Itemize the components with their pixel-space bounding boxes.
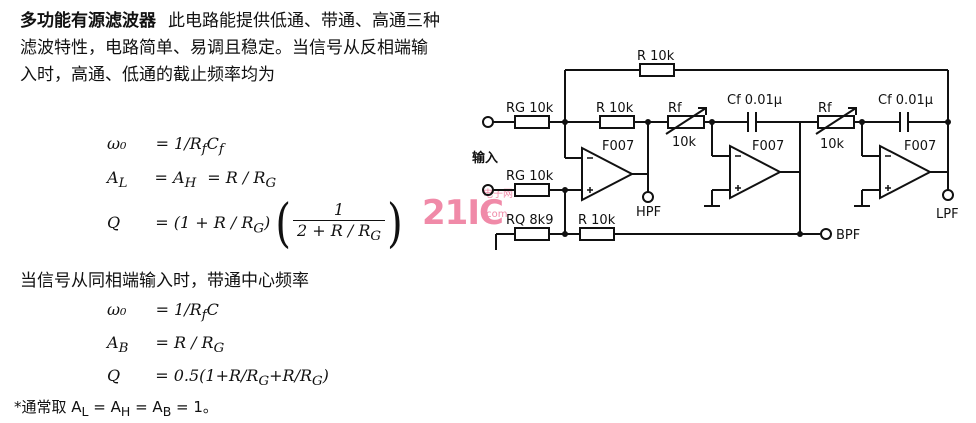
- w0-formula-1: ω₀ = 1/RfCf: [107, 134, 224, 158]
- opamp-3: [879, 144, 933, 200]
- intro-paragraph: 多功能有源滤波器此电路能提供低通、带通、高通三种滤波特性，电路简单、易调且稳定。…: [20, 8, 440, 89]
- lpf-label: LPF: [936, 207, 959, 222]
- rf2-label: Rf: [818, 101, 832, 116]
- r-top-label: R 10k: [637, 49, 675, 64]
- resistor-r-mid: [599, 115, 635, 129]
- hpf-label: HPF: [636, 205, 661, 220]
- q-formula-2: Q = 0.5(1+R/RG+R/RG): [107, 366, 329, 390]
- rf1-value: 10k: [672, 135, 697, 150]
- opamp-1: [581, 146, 635, 202]
- resistor-r-top: [639, 63, 675, 77]
- rf2-value: 10k: [820, 137, 845, 152]
- intro-body: 此电路能提供低通、带通、高通三种滤波特性，电路简单、易调且稳定。当信号从反相端输…: [20, 11, 440, 85]
- lpf-terminal: [942, 189, 954, 201]
- bpf-label: BPF: [836, 228, 860, 243]
- r-mid-label: R 10k: [596, 101, 634, 116]
- gain-formula-1: AL = AH = R / RG: [107, 168, 277, 192]
- r-low-label: R 10k: [578, 213, 616, 228]
- watermark-small: 电子网.com: [483, 189, 513, 220]
- resistor-rg1: [514, 115, 550, 129]
- opamp-1-label: F007: [602, 139, 634, 154]
- cf2-label: Cf 0.01μ: [878, 93, 933, 108]
- watermark-logo: 21IC: [422, 193, 504, 233]
- opamp-3-label: F007: [904, 139, 936, 154]
- w0-formula-2: ω₀ = 1/RfC: [107, 300, 219, 324]
- resistor-rq: [514, 227, 550, 241]
- footnote: *通常取 AL = AH = AB = 1。: [14, 398, 218, 419]
- input-label: 输入: [472, 150, 498, 166]
- mid-text: 当信号从同相端输入时，带通中心频率: [20, 271, 309, 291]
- resistor-rg2: [514, 183, 550, 197]
- input-terminal-top: [482, 116, 494, 128]
- hpf-terminal: [642, 191, 654, 203]
- rg1-label: RG 10k: [506, 101, 554, 116]
- rq-label: RQ 8k9: [506, 213, 553, 228]
- opamp-2-label: F007: [752, 139, 784, 154]
- resistor-r-low: [579, 227, 615, 241]
- rg2-label: RG 10k: [506, 169, 554, 184]
- cf1-label: Cf 0.01μ: [727, 93, 782, 108]
- intro-title: 多功能有源滤波器: [20, 11, 156, 31]
- rf1-label: Rf: [668, 101, 682, 116]
- input-terminal-bottom: [482, 184, 494, 196]
- opamp-2: [729, 144, 783, 200]
- gain-formula-2: AB = R / RG: [107, 333, 225, 357]
- bpf-terminal: [820, 228, 832, 240]
